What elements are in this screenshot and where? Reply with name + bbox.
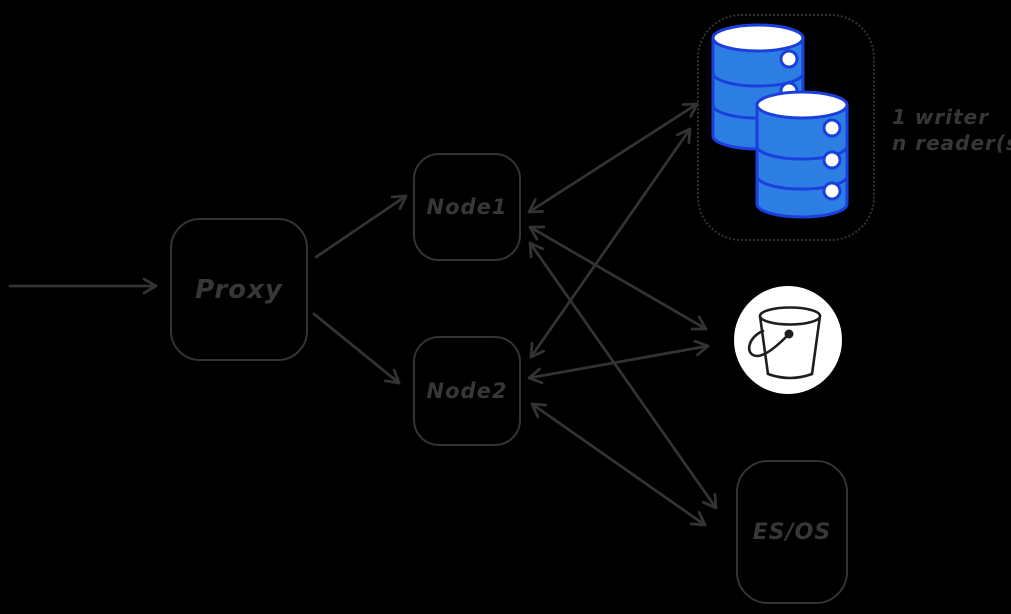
proxy-label: Proxy bbox=[195, 274, 283, 305]
es-os-node: ES/OS bbox=[736, 460, 848, 604]
node2-label: Node2 bbox=[426, 379, 508, 403]
edge-node2-bucket bbox=[527, 339, 710, 385]
database-cluster-container bbox=[697, 14, 875, 241]
edge-proxy-to-node2 bbox=[312, 312, 401, 385]
node1-label: Node1 bbox=[426, 195, 508, 219]
bucket-icon bbox=[734, 286, 842, 394]
es-os-label: ES/OS bbox=[752, 519, 832, 545]
proxy-node: Proxy bbox=[170, 218, 308, 361]
db-annotation-line1: 1 writer bbox=[892, 105, 990, 129]
db-cluster-annotation: 1 writer n reader(s) bbox=[892, 104, 1011, 156]
database-cylinders-icon bbox=[711, 23, 849, 219]
edge-proxy-to-node1 bbox=[314, 194, 408, 259]
edge-node1-db bbox=[527, 102, 699, 214]
diagram-edges bbox=[8, 102, 718, 527]
edge-node1-bucket bbox=[528, 225, 708, 331]
database-cylinder-front bbox=[755, 90, 849, 219]
node1-node: Node1 bbox=[413, 153, 521, 261]
db-annotation-line2: n reader(s) bbox=[892, 131, 1011, 155]
edge-node2-esos bbox=[530, 402, 707, 527]
node2-node: Node2 bbox=[413, 336, 521, 446]
edge-node2-db bbox=[529, 127, 692, 359]
